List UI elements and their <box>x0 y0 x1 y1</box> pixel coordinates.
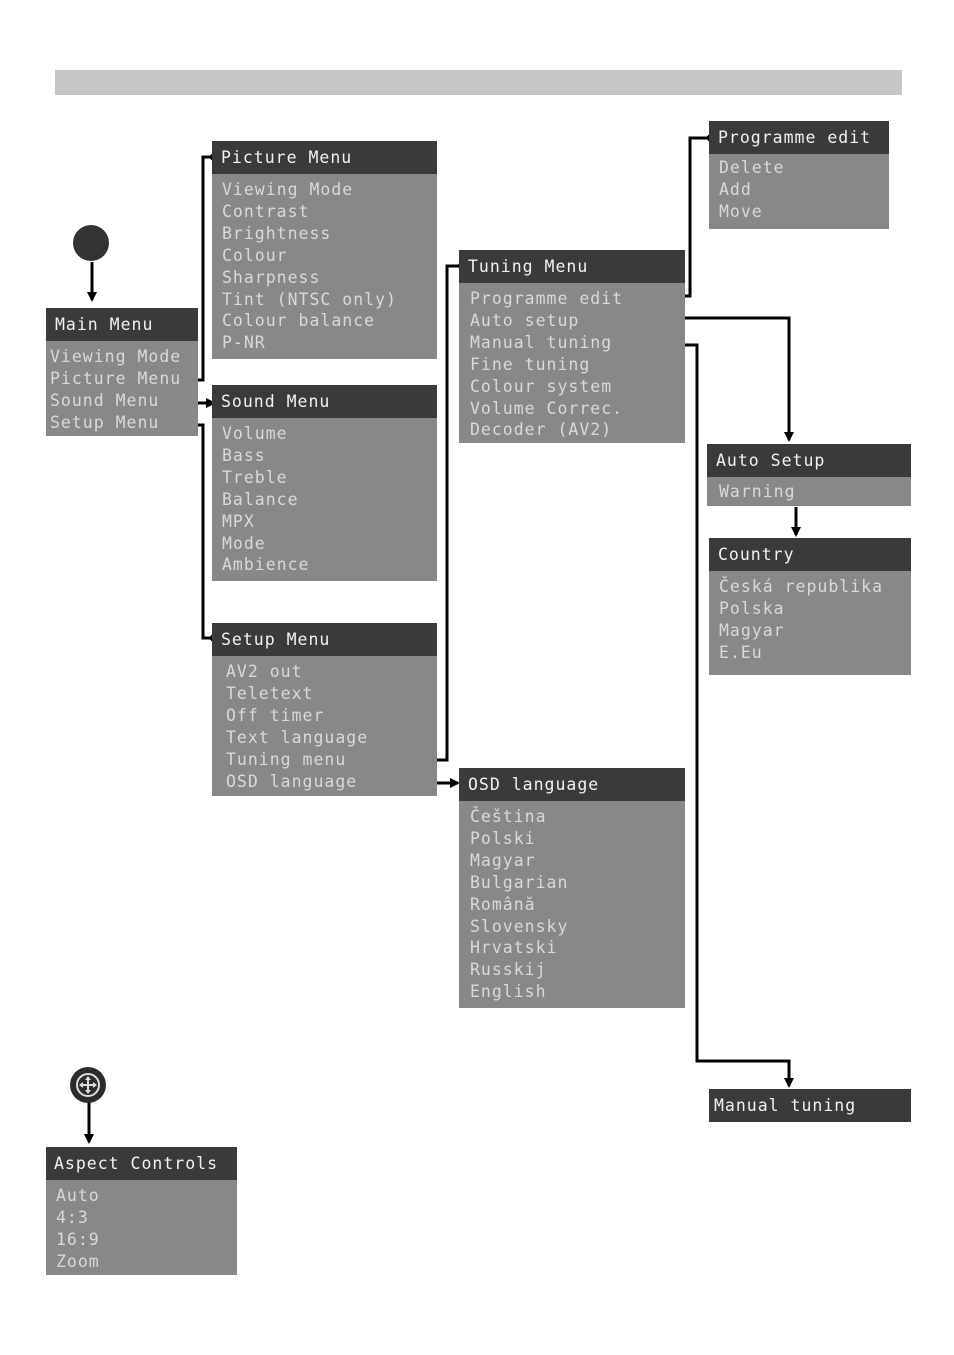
sound-menu-title: Sound Menu <box>212 385 437 418</box>
picture-item[interactable]: Colour balance <box>222 311 376 331</box>
programme-edit-item[interactable]: Add <box>719 179 752 199</box>
tuning-item-programme-edit[interactable]: Programme edit <box>470 289 624 308</box>
tuning-item-auto-setup[interactable]: Auto setup <box>470 310 580 330</box>
tuning-item[interactable]: Colour system <box>470 376 613 396</box>
filled-circle-icon[interactable] <box>73 225 109 261</box>
country-title: Country <box>709 538 911 571</box>
auto-setup-title: Auto Setup <box>707 444 911 477</box>
osd-language-item[interactable]: Slovensky <box>470 916 569 936</box>
sound-menu: Sound Menu Volume Bass Treble Balance MP… <box>212 385 437 581</box>
setup-item[interactable]: Text language <box>226 727 369 747</box>
tuning-item[interactable]: Volume Correc. <box>470 398 624 418</box>
programme-edit-title: Programme edit <box>709 121 889 154</box>
top-banner <box>55 70 902 95</box>
country-item[interactable]: E.Eu <box>719 642 763 662</box>
picture-item[interactable]: Tint (NTSC only) <box>222 289 397 309</box>
setup-item-tuning-menu[interactable]: Tuning menu <box>226 749 347 769</box>
programme-edit-item[interactable]: Move <box>719 201 763 221</box>
osd-language-item[interactable]: Română <box>470 894 536 914</box>
aspect-item[interactable]: Auto <box>56 1186 100 1205</box>
sound-item[interactable]: Mode <box>222 533 266 553</box>
picture-item[interactable]: P-NR <box>222 333 266 353</box>
main-menu: Main Menu Viewing Mode Picture Menu Soun… <box>46 308 198 436</box>
aspect-controls-title: Aspect Controls <box>46 1147 237 1180</box>
country-menu: Country Česká republika Polska Magyar E.… <box>709 538 911 675</box>
setup-menu: Setup Menu AV2 out Teletext Off timer Te… <box>212 623 437 796</box>
picture-item[interactable]: Colour <box>222 245 288 265</box>
wire-tuning-manual <box>667 343 794 1088</box>
setup-menu-title: Setup Menu <box>212 623 437 656</box>
sound-item[interactable]: Ambience <box>222 555 310 575</box>
main-item-setup-menu[interactable]: Setup Menu <box>50 412 160 432</box>
osd-language-title: OSD language <box>459 768 685 801</box>
sound-item[interactable]: MPX <box>222 511 255 531</box>
setup-item[interactable]: AV2 out <box>226 662 303 681</box>
four-way-arrows-icon[interactable] <box>70 1067 106 1103</box>
aspect-controls-menu: Aspect Controls Auto 4:3 16:9 Zoom <box>46 1147 237 1275</box>
manual-tuning-menu: Manual tuning <box>709 1089 911 1122</box>
picture-menu-title: Picture Menu <box>212 141 437 174</box>
picture-item[interactable]: Brightness <box>222 223 332 243</box>
aspect-item[interactable]: 4:3 <box>56 1207 89 1227</box>
aspect-item[interactable]: Zoom <box>56 1251 100 1271</box>
setup-item-osd-language[interactable]: OSD language <box>226 771 358 791</box>
main-menu-title: Main Menu <box>46 308 198 341</box>
sound-item[interactable]: Treble <box>222 467 288 487</box>
country-item[interactable]: Polska <box>719 598 785 618</box>
sound-item[interactable]: Bass <box>222 445 266 465</box>
picture-item[interactable]: Contrast <box>222 201 310 221</box>
country-item[interactable]: Česká republika <box>719 577 884 596</box>
osd-language-menu: OSD language Čeština Polski Magyar Bulga… <box>459 768 685 1008</box>
auto-setup-menu: Auto Setup Warning <box>707 444 911 506</box>
osd-language-item[interactable]: Čeština <box>470 807 547 826</box>
picture-menu: Picture Menu Viewing Mode Contrast Brigh… <box>212 141 437 359</box>
programme-edit-menu: Programme edit Delete Add Move <box>709 121 889 229</box>
picture-item[interactable]: Sharpness <box>222 267 321 287</box>
tuning-menu-title: Tuning Menu <box>459 250 685 283</box>
osd-language-item[interactable]: Polski <box>470 828 536 848</box>
aspect-item[interactable]: 16:9 <box>56 1229 100 1249</box>
wire-main-setup <box>188 423 218 642</box>
tuning-item-manual-tuning[interactable]: Manual tuning <box>470 332 613 352</box>
programme-edit-item[interactable]: Delete <box>719 158 785 177</box>
country-item[interactable]: Magyar <box>719 620 785 640</box>
tuning-item[interactable]: Fine tuning <box>470 354 591 374</box>
tuning-menu: Tuning Menu Programme edit Auto setup Ma… <box>459 250 685 443</box>
setup-item[interactable]: Off timer <box>226 705 325 725</box>
main-item-viewing-mode[interactable]: Viewing Mode <box>50 347 182 366</box>
osd-language-item[interactable]: Magyar <box>470 850 536 870</box>
wire-tuning-auto <box>667 316 794 442</box>
picture-item[interactable]: Viewing Mode <box>222 180 354 199</box>
main-item-picture-menu[interactable]: Picture Menu <box>50 368 182 388</box>
sound-item[interactable]: Balance <box>222 489 299 509</box>
auto-setup-item-warning[interactable]: Warning <box>719 482 796 501</box>
manual-tuning-title: Manual tuning <box>709 1089 911 1122</box>
main-item-sound-menu[interactable]: Sound Menu <box>50 390 160 410</box>
tuning-item[interactable]: Decoder (AV2) <box>470 420 613 440</box>
setup-item[interactable]: Teletext <box>226 683 314 703</box>
osd-language-item[interactable]: English <box>470 982 547 1002</box>
osd-language-item[interactable]: Russkij <box>470 960 547 980</box>
osd-language-item[interactable]: Bulgarian <box>470 872 569 892</box>
sound-item[interactable]: Volume <box>222 424 288 443</box>
osd-language-item[interactable]: Hrvatski <box>470 938 558 958</box>
